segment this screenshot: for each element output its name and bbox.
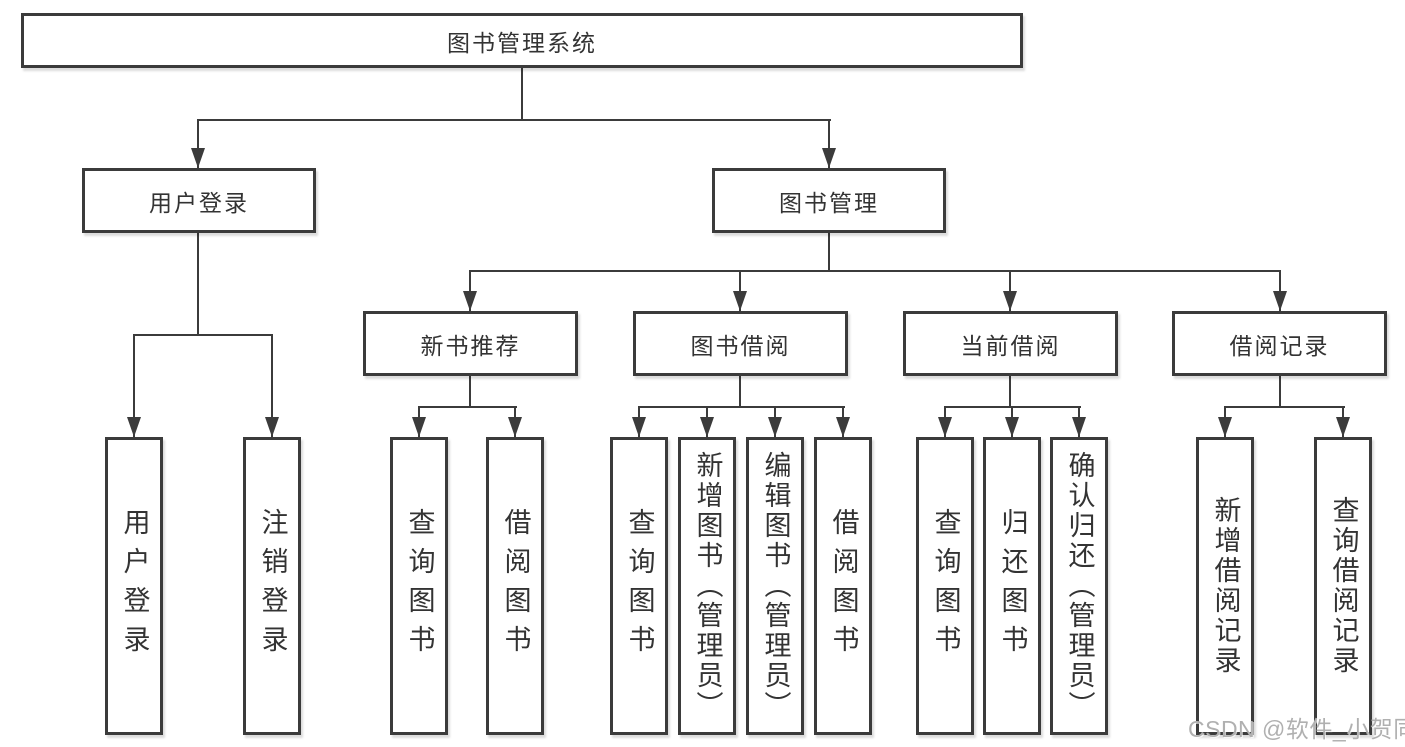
connector-group5-splitter — [1224, 406, 1345, 408]
node-book-management: 图书管理 — [712, 168, 946, 233]
connector-leaf-stem — [133, 334, 135, 437]
arrowhead-down-icon — [508, 417, 522, 437]
connector-to-user-login — [197, 119, 199, 168]
arrowhead-down-icon — [412, 417, 426, 437]
connector-to-current-borrow — [1009, 270, 1011, 311]
node-label: 注销登录 — [257, 508, 288, 664]
node-label: 确认归还（管理员） — [1064, 451, 1095, 721]
node-label: 归还图书 — [997, 508, 1028, 664]
arrowhead-down-icon — [191, 148, 205, 168]
leaf-edit-books-admin: 编辑图书（管理员） — [746, 437, 804, 735]
connector-group2-splitter — [418, 406, 517, 408]
node-user-login: 用户登录 — [82, 168, 316, 233]
node-label: 图书管理系统 — [447, 29, 597, 56]
arrowhead-down-icon — [768, 417, 782, 437]
node-label: 查询图书 — [930, 508, 961, 664]
leaf-confirm-return-admin: 确认归还（管理员） — [1050, 437, 1108, 735]
arrowhead-down-icon — [836, 417, 850, 437]
leaf-query-books: 查询图书 — [610, 437, 668, 735]
leaf-add-books-admin: 新增图书（管理员） — [678, 437, 736, 735]
leaf-logout: 注销登录 — [243, 437, 301, 735]
node-label: 查询图书 — [624, 508, 655, 664]
node-book-borrow: 图书借阅 — [633, 311, 848, 376]
arrowhead-down-icon — [1005, 417, 1019, 437]
node-borrow-records: 借阅记录 — [1172, 311, 1387, 376]
connector-book-borrow-stem — [739, 374, 741, 408]
node-label: 编辑图书（管理员） — [760, 451, 791, 721]
arrowhead-down-icon — [1218, 417, 1232, 437]
arrowhead-down-icon — [733, 291, 747, 311]
node-label: 用户登录 — [119, 508, 150, 664]
arrowhead-down-icon — [938, 417, 952, 437]
connector-to-new-book — [469, 270, 471, 311]
leaf-return-books: 归还图书 — [983, 437, 1041, 735]
connector-to-book-borrow — [739, 270, 741, 311]
arrowhead-down-icon — [127, 417, 141, 437]
leaf-query-borrow-record: 查询借阅记录 — [1314, 437, 1372, 735]
arrowhead-down-icon — [1072, 417, 1086, 437]
node-label: 借阅图书 — [828, 508, 859, 664]
connector-to-book-mgmt — [828, 119, 830, 168]
node-label: 用户登录 — [149, 189, 249, 216]
node-label: 新增图书（管理员） — [692, 451, 723, 721]
node-label: 借阅记录 — [1229, 332, 1330, 359]
node-label: 新增借阅记录 — [1210, 496, 1241, 676]
connector-leaf-stem — [271, 334, 273, 437]
arrowhead-down-icon — [1273, 291, 1287, 311]
arrowhead-down-icon — [265, 417, 279, 437]
leaf-user-login: 用户登录 — [105, 437, 163, 735]
node-label: 新书推荐 — [420, 332, 521, 359]
leaf-query-books: 查询图书 — [390, 437, 448, 735]
node-label: 图书管理 — [779, 189, 879, 216]
connector-group3-splitter — [638, 406, 845, 408]
arrowhead-down-icon — [463, 291, 477, 311]
node-label: 查询借阅记录 — [1328, 496, 1359, 676]
connector-current-borrow-stem — [1009, 374, 1011, 408]
arrowhead-down-icon — [632, 417, 646, 437]
connector-level2-distributor — [469, 270, 1281, 272]
node-label: 借阅图书 — [500, 508, 531, 664]
arrowhead-down-icon — [700, 417, 714, 437]
leaf-borrow-books: 借阅图书 — [486, 437, 544, 735]
connector-root-stem — [521, 68, 523, 120]
connector-book-mgmt-stem — [828, 232, 830, 272]
connector-new-book-stem — [469, 374, 471, 408]
arrowhead-down-icon — [1336, 417, 1350, 437]
leaf-query-books: 查询图书 — [916, 437, 974, 735]
leaf-add-borrow-record: 新增借阅记录 — [1196, 437, 1254, 735]
connector-user-login-stem — [197, 232, 199, 336]
watermark: CSDN @软件_小贺同学 — [1188, 716, 1405, 742]
connector-level1-distributor — [197, 119, 831, 121]
node-current-borrow: 当前借阅 — [903, 311, 1118, 376]
node-label: 图书借阅 — [690, 332, 791, 359]
connector-group1-splitter — [133, 334, 273, 336]
node-label: 查询图书 — [404, 508, 435, 664]
connector-borrow-records-stem — [1279, 374, 1281, 408]
arrowhead-down-icon — [1003, 291, 1017, 311]
connector-to-borrow-records — [1279, 270, 1281, 311]
arrowhead-down-icon — [822, 148, 836, 168]
node-label: 当前借阅 — [960, 332, 1061, 359]
node-root-system: 图书管理系统 — [21, 13, 1023, 68]
leaf-borrow-books: 借阅图书 — [814, 437, 872, 735]
node-new-book-recommend: 新书推荐 — [363, 311, 578, 376]
